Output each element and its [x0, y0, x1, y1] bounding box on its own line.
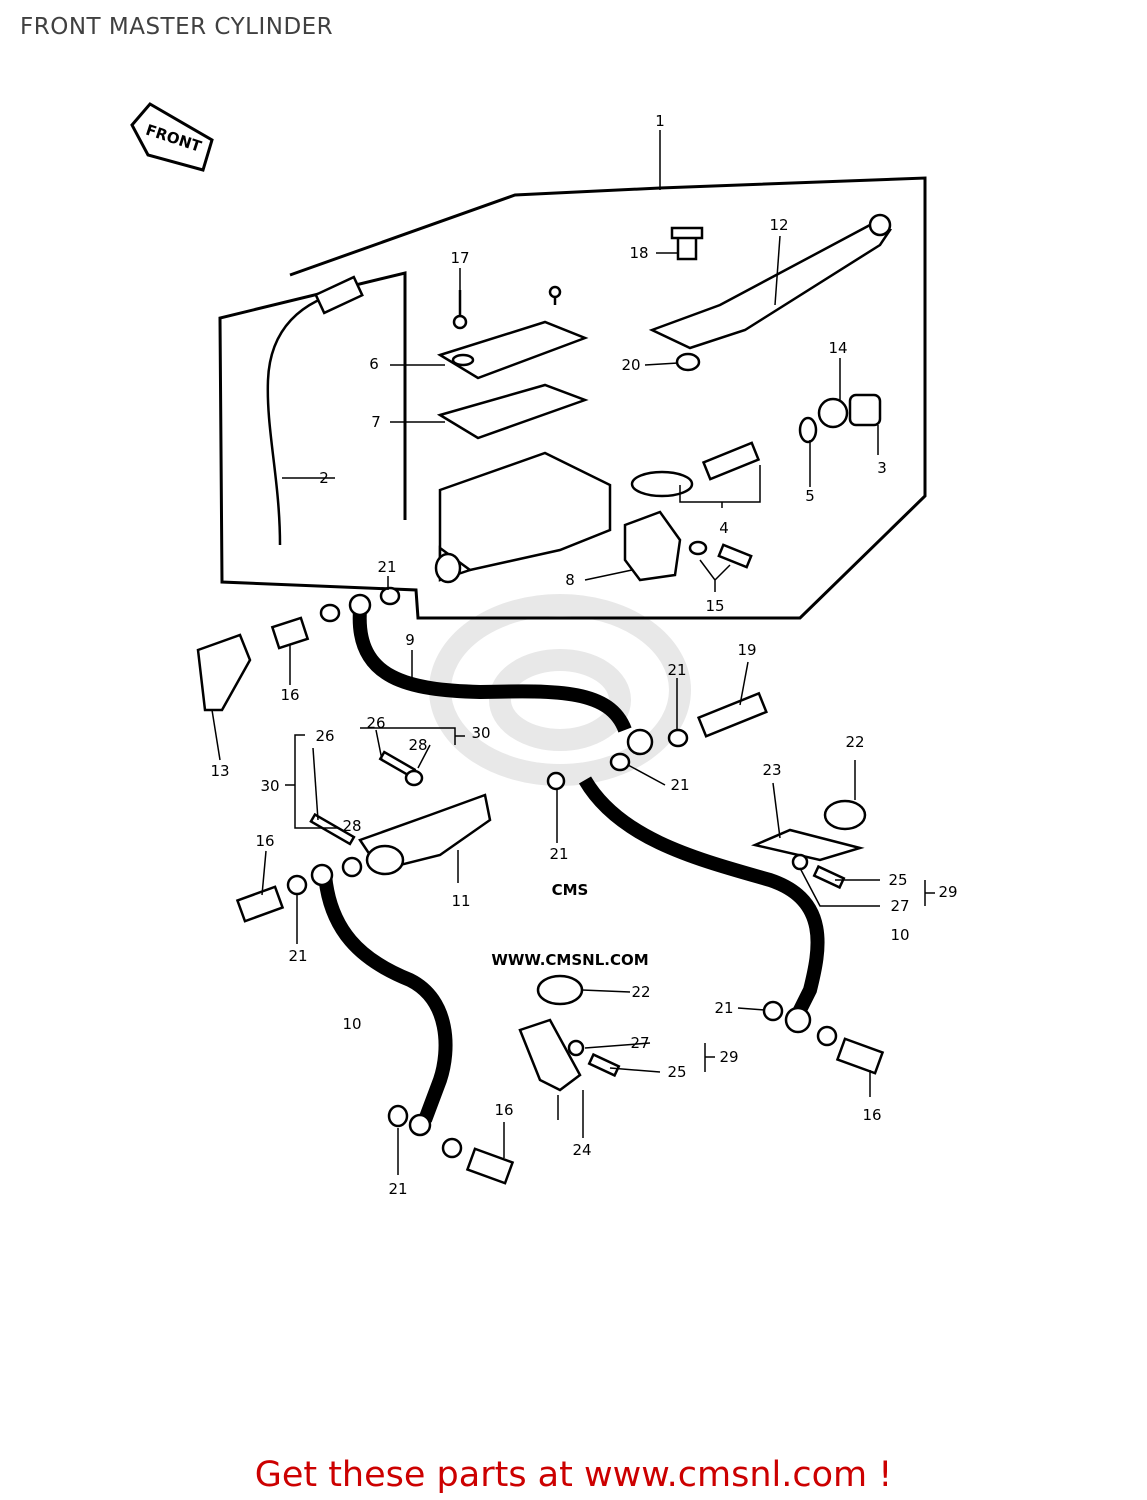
parts	[196, 213, 893, 1185]
callout-17: 17	[450, 249, 469, 267]
callout-27-lower: 27	[630, 1034, 649, 1052]
callout-12: 12	[769, 216, 788, 234]
callout-24: 24	[572, 1141, 591, 1159]
brake-lever	[648, 223, 893, 350]
callout-16-upper: 16	[280, 686, 299, 704]
callout-16-bottom: 16	[494, 1101, 513, 1119]
callout-20: 20	[621, 356, 640, 374]
callout-16-left: 16	[255, 832, 274, 850]
callout-25-upper: 25	[888, 871, 907, 889]
buy-parts-link[interactable]: Get these parts at www.cmsnl.com !	[254, 1455, 893, 1495]
banjo-cap	[196, 633, 252, 712]
callout-16-right: 16	[862, 1106, 881, 1124]
callout-13: 13	[210, 762, 229, 780]
callout-9: 9	[405, 631, 415, 649]
callout-11: 11	[451, 892, 470, 910]
callout-4: 4	[719, 519, 729, 537]
callout-21-b: 21	[667, 661, 686, 679]
callout-8: 8	[565, 571, 575, 589]
callout-19: 19	[737, 641, 756, 659]
callout-18: 18	[629, 244, 648, 262]
callout-22-lower: 22	[631, 983, 650, 1001]
callout-25-lower: 25	[667, 1063, 686, 1081]
callout-10-left: 10	[342, 1015, 361, 1033]
front-direction-tag: FRONT	[130, 102, 214, 172]
leader-lines	[211, 130, 935, 1175]
callout-28-b: 28	[342, 817, 361, 835]
callout-26-a: 26	[366, 714, 385, 732]
callout-15: 15	[705, 597, 724, 615]
page-title: FRONT MASTER CYLINDER	[20, 14, 334, 40]
lever-bracket	[623, 510, 682, 582]
callout-6: 6	[369, 355, 379, 373]
callout-21-c: 21	[670, 776, 689, 794]
callout-21-f: 21	[714, 999, 733, 1017]
brake-hose-upper	[352, 609, 632, 733]
grommet-upper	[823, 799, 867, 831]
callout-23: 23	[762, 761, 781, 779]
callout-14: 14	[828, 339, 847, 357]
grommet-lower	[536, 974, 584, 1006]
callout-1: 1	[655, 112, 665, 130]
watermark-brand: CMS	[552, 881, 589, 899]
assembly-outline	[218, 176, 927, 620]
brake-switch-wire	[266, 288, 351, 546]
master-cylinder-body	[438, 451, 612, 572]
callout-3: 3	[877, 459, 887, 477]
brake-switch	[314, 275, 364, 315]
reservoir-cap	[436, 320, 589, 380]
callout-7: 7	[371, 413, 381, 431]
callout-27-upper: 27	[890, 897, 909, 915]
callout-30-a: 30	[471, 724, 490, 742]
callout-26-b: 26	[315, 727, 334, 745]
callout-2: 2	[319, 469, 329, 487]
brake-hose-left	[318, 874, 453, 1123]
dust-boot	[848, 393, 882, 427]
callouts: 1 2 3 4 5 6 7 8 9 10 10 11 12 13 14 15 1…	[210, 112, 957, 1198]
callout-29-upper: 29	[938, 883, 957, 901]
callout-28-a: 28	[408, 736, 427, 754]
callout-29-lower: 29	[719, 1048, 738, 1066]
callout-21-g: 21	[388, 1180, 407, 1198]
callout-30-b: 30	[260, 777, 279, 795]
callout-21-a: 21	[377, 558, 396, 576]
callout-5: 5	[805, 487, 815, 505]
diaphragm	[436, 383, 589, 440]
hose-bracket-upper	[750, 828, 865, 862]
callout-10-right: 10	[890, 926, 909, 944]
hose-bracket-lower	[518, 1018, 582, 1092]
callout-21-e: 21	[288, 947, 307, 965]
watermark-url: WWW.CMSNL.COM	[491, 951, 648, 969]
callout-22-upper: 22	[845, 733, 864, 751]
brake-hose-right	[578, 776, 825, 1024]
spring	[630, 470, 694, 498]
callout-21-d: 21	[549, 845, 568, 863]
